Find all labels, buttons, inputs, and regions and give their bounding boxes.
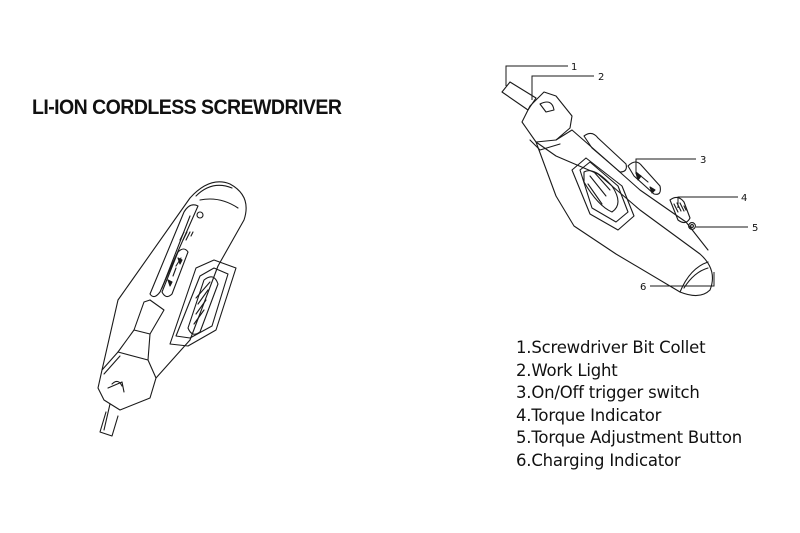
callout-line-6 xyxy=(650,272,715,287)
callout-number-6: 6 xyxy=(640,282,646,293)
callout-number-5: 5 xyxy=(752,223,758,234)
callout-number-2: 2 xyxy=(598,72,604,83)
parts-legend: 1.Screwdriver Bit Collet 2.Work Light 3.… xyxy=(516,337,742,473)
callout-line-4 xyxy=(677,196,738,208)
diagram-title: LI-ION CORDLESS SCREWDRIVER xyxy=(32,96,342,119)
legend-item-trigger-switch: 3.On/Off trigger switch xyxy=(516,383,700,403)
callout-line-3 xyxy=(635,158,696,174)
legend-item-torque-adjustment-button: 5.Torque Adjustment Button xyxy=(516,428,742,448)
callout-line-1 xyxy=(505,65,568,86)
callout-number-1: 1 xyxy=(571,62,577,73)
callout-line-2 xyxy=(531,75,594,100)
callout-number-4: 4 xyxy=(741,193,747,204)
legend-item-bit-collet: 1.Screwdriver Bit Collet xyxy=(516,338,706,357)
legend-item-torque-indicator: 4.Torque Indicator xyxy=(516,405,662,425)
legend-item-work-light: 2.Work Light xyxy=(516,360,618,380)
callout-number-3: 3 xyxy=(700,155,706,166)
legend-item-charging-indicator: 6.Charging Indicator xyxy=(516,450,681,470)
